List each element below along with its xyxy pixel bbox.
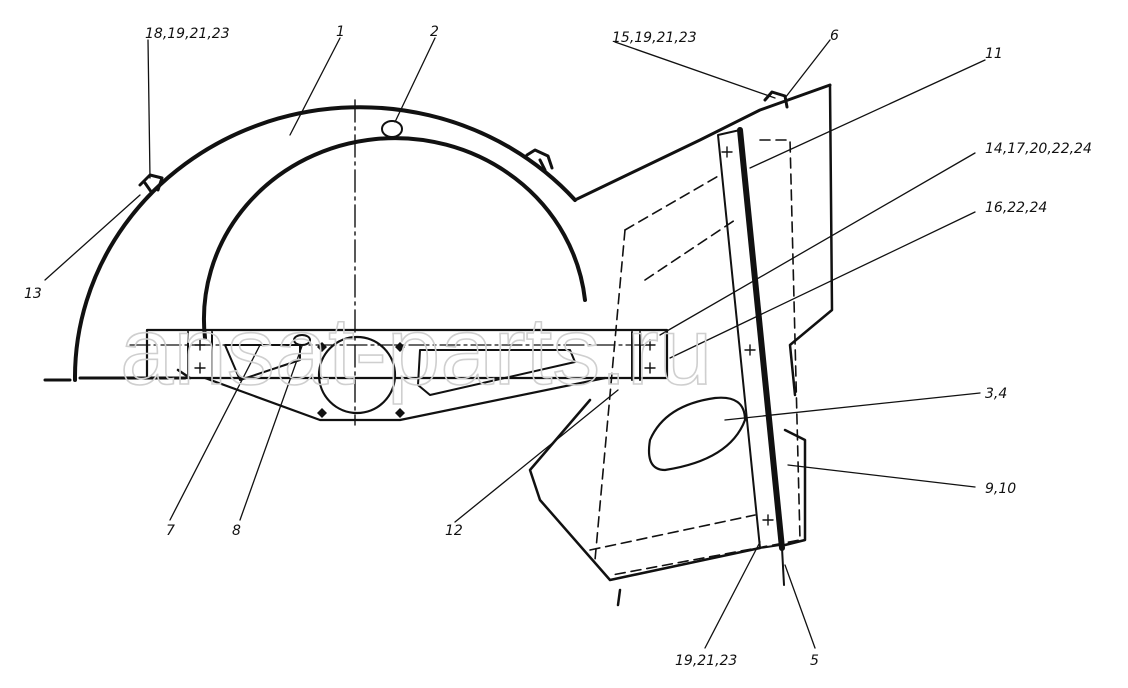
leader-lines xyxy=(44,37,986,649)
callout-6: 6 xyxy=(830,28,839,44)
callout-5: 5 xyxy=(810,653,819,669)
callout-16: 16,22,24 xyxy=(985,200,1047,216)
side-shield xyxy=(528,83,834,607)
callout-18: 18,19,21,23 xyxy=(145,26,230,42)
callout-7: 7 xyxy=(166,523,175,539)
callout-12: 12 xyxy=(445,523,463,539)
callout-15: 15,19,21,23 xyxy=(612,30,697,46)
mounting-bracket xyxy=(129,328,669,422)
callout-14: 14,17,20,22,24 xyxy=(985,141,1092,157)
callout-8: 8 xyxy=(232,523,241,539)
callout-13: 13 xyxy=(24,286,42,302)
callout-1: 1 xyxy=(336,24,345,40)
callout-labels: 1 2 18,19,21,23 15,19,21,23 6 11 14,17,2… xyxy=(24,24,1092,669)
semicircular-guard xyxy=(43,99,587,426)
callout-3-4: 3,4 xyxy=(985,386,1007,402)
watermark: ansat-parts.ru xyxy=(120,298,712,405)
callout-11: 11 xyxy=(985,46,1003,62)
callout-2: 2 xyxy=(430,24,439,40)
callout-9-10: 9,10 xyxy=(985,481,1016,497)
callout-19: 19,21,23 xyxy=(675,653,737,669)
